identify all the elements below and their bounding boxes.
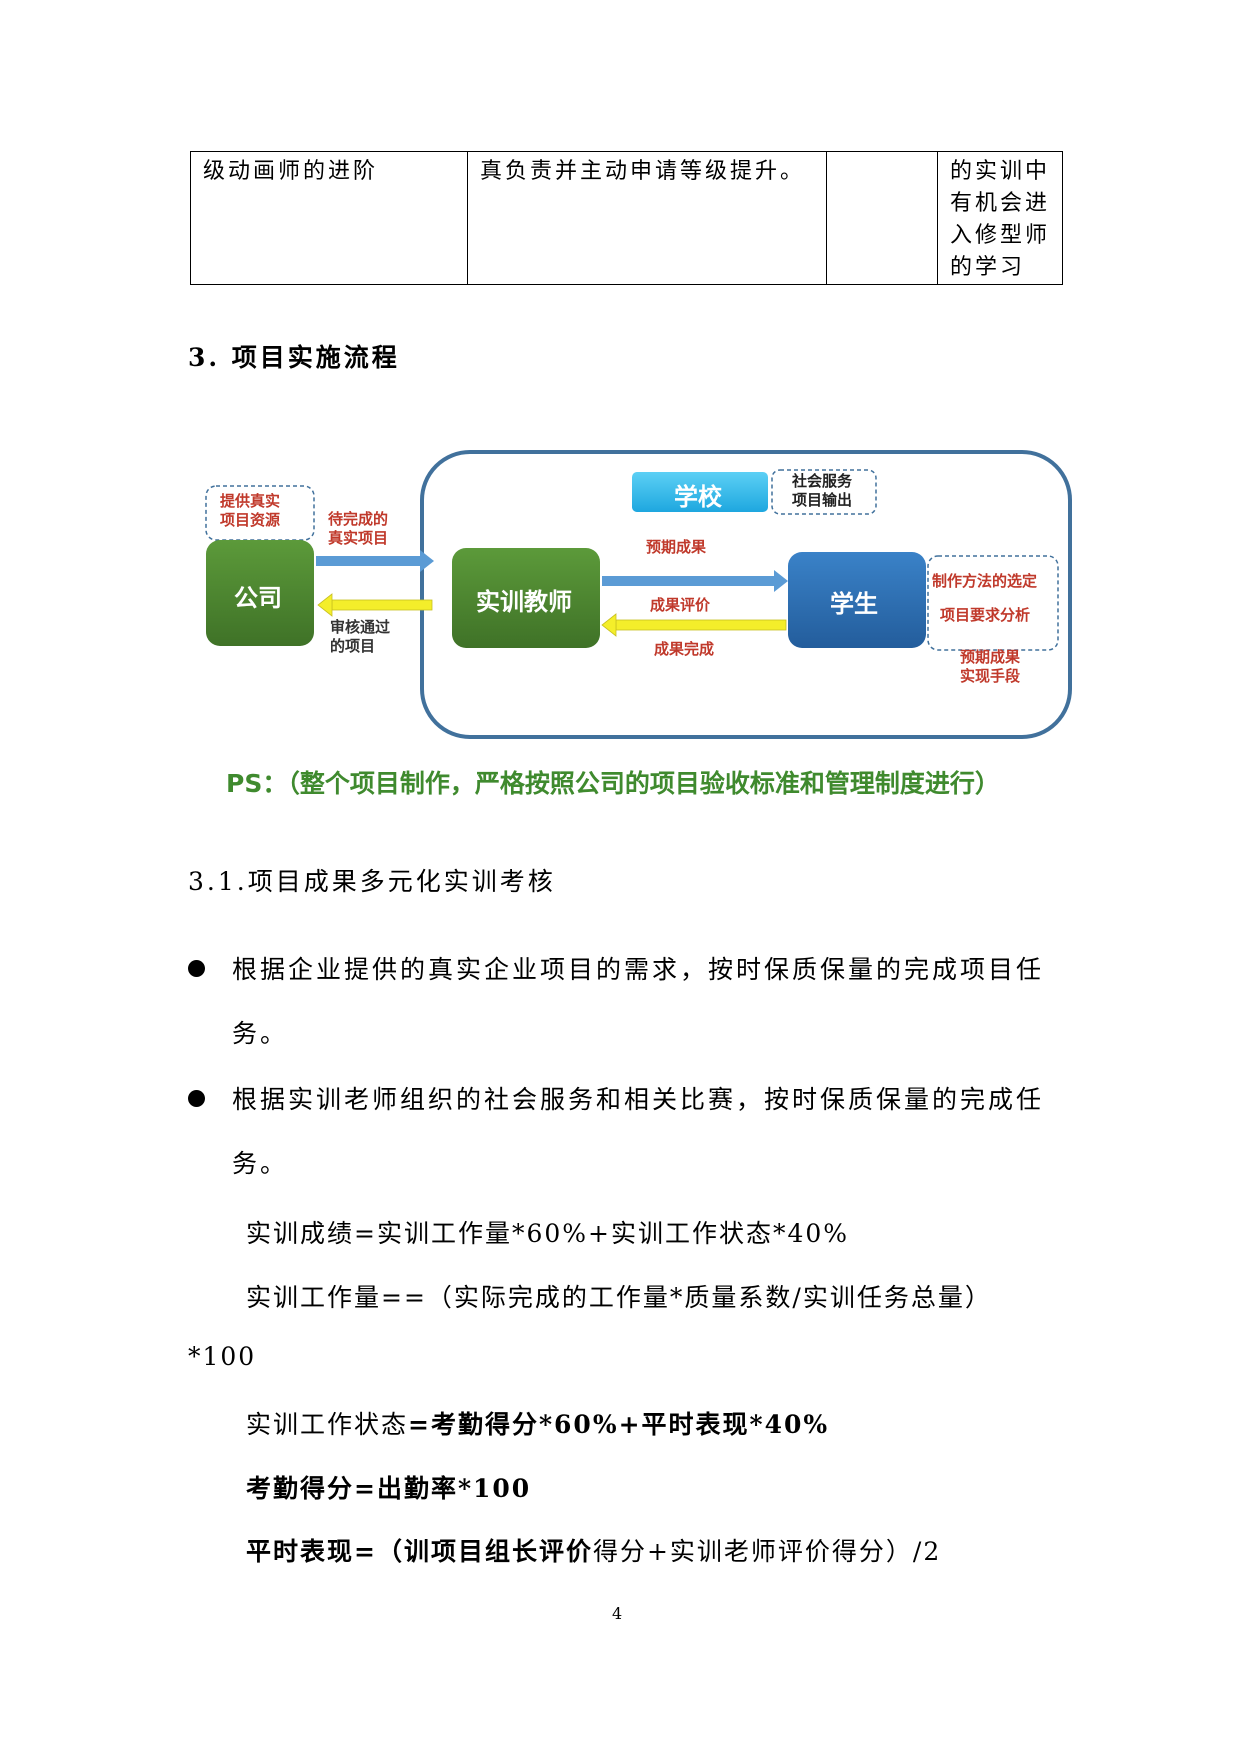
cell-line: 有机会进 [950, 191, 1051, 216]
ps-note: PS：（整个项目制作，严格按照公司的项目验收标准和管理制度进行） [226, 769, 1000, 798]
table-cell: 真负责并主动申请等级提升。 [467, 151, 827, 285]
student-box [788, 552, 926, 648]
bullet-icon [188, 1090, 205, 1107]
student-label: 学生 [830, 590, 878, 618]
note-line: 项目资源 [220, 511, 281, 529]
formula-line: *100 [188, 1342, 257, 1371]
student-note-box [927, 555, 1059, 651]
list-item-text: 根据实训老师组织的社会服务和相关比赛，按时保质保量的完成任务。 [232, 1085, 1045, 1178]
school-note: 社会服务 项目输出 [792, 472, 852, 510]
formula-part: 实训工作状态 [246, 1410, 409, 1439]
section-heading: 3. 项目实施流程 [188, 343, 400, 372]
cell-line: 的学习 [950, 255, 1026, 280]
note-line: 项目输出 [792, 491, 853, 509]
flow-diagram: 提供真实 项目资源 公司 待完成的 真实项目 审核通过 的项目 学校 社会服务 … [200, 448, 1080, 808]
teacher-box [452, 548, 600, 648]
arrow-right-icon [316, 550, 434, 572]
label-line: 待完成的 [328, 510, 389, 528]
formula-line: 实训工作状态=考勤得分*60%+平时表现*40% [246, 1405, 829, 1441]
formula-part: =考勤得分*60%+平时表现*40% [408, 1410, 830, 1439]
label-line: 真实项目 [328, 529, 389, 547]
back-to-company-label: 审核通过 的项目 [330, 618, 390, 656]
formula-line: 平时表现=（训项目组长评价得分+实训老师评价得分）/2 [246, 1532, 941, 1568]
student-note: 制作方法的选定 [932, 572, 1038, 590]
note-line: 预期成果 [960, 648, 1021, 666]
student-note: 项目要求分析 [940, 606, 1031, 624]
list-item-text: 根据企业提供的真实企业项目的需求，按时保质保量的完成项目任务。 [232, 955, 1045, 1048]
subsection-heading: 3.1.项目成果多元化实训考核 [188, 867, 556, 896]
school-frame [420, 450, 1072, 739]
table-cell [826, 151, 938, 285]
label-line: 的项目 [330, 637, 376, 655]
result-complete-label: 成果完成 [654, 640, 715, 658]
company-label: 公司 [234, 584, 282, 612]
page-number: 4 [612, 1604, 623, 1623]
school-banner [632, 472, 768, 512]
company-note: 提供真实 项目资源 [220, 492, 280, 530]
bullet-icon [188, 960, 205, 977]
continued-table: 级动画师的进阶 真负责并主动申请等级提升。 的实训中 有机会进 入修型师 的学习 [190, 151, 1063, 285]
result-evaluation-label: 成果评价 [650, 596, 711, 614]
school-label: 学校 [674, 483, 722, 511]
table-cell: 的实训中 有机会进 入修型师 的学习 [937, 151, 1063, 285]
formula-line: 实训成绩=实训工作量*60%+实训工作状态*40% [246, 1219, 850, 1248]
formula-line: 考勤得分=出勤率*100 [246, 1474, 532, 1503]
expected-result-label: 预期成果 [646, 538, 707, 556]
formula-line: 实训工作量==（实际完成的工作量*质量系数/实训任务总量） [246, 1283, 992, 1312]
arrow-left-icon [601, 613, 787, 637]
note-line: 实现手段 [960, 667, 1021, 685]
cell-line: 入修型师 [950, 223, 1051, 248]
table-row: 级动画师的进阶 真负责并主动申请等级提升。 的实训中 有机会进 入修型师 的学习 [190, 151, 1063, 285]
teacher-label: 实训教师 [476, 588, 572, 616]
table-cell: 级动画师的进阶 [190, 151, 468, 285]
cell-line: 的实训中 [950, 159, 1051, 184]
label-line: 审核通过 [330, 618, 391, 636]
student-note-bottom: 预期成果 实现手段 [960, 648, 1020, 686]
note-line: 社会服务 [792, 472, 853, 490]
formula-part: 得分+实训老师评价得分）/2 [592, 1537, 942, 1566]
to-teacher-label: 待完成的 真实项目 [328, 510, 388, 548]
company-box [206, 540, 314, 646]
formula-part: 平时表现=（训项目组长评价 [246, 1537, 593, 1566]
school-note-box [771, 469, 877, 515]
arrow-left-icon [317, 593, 433, 617]
arrow-right-icon [602, 570, 788, 592]
diagram-graphics [205, 450, 1072, 739]
note-line: 提供真实 [220, 492, 281, 510]
